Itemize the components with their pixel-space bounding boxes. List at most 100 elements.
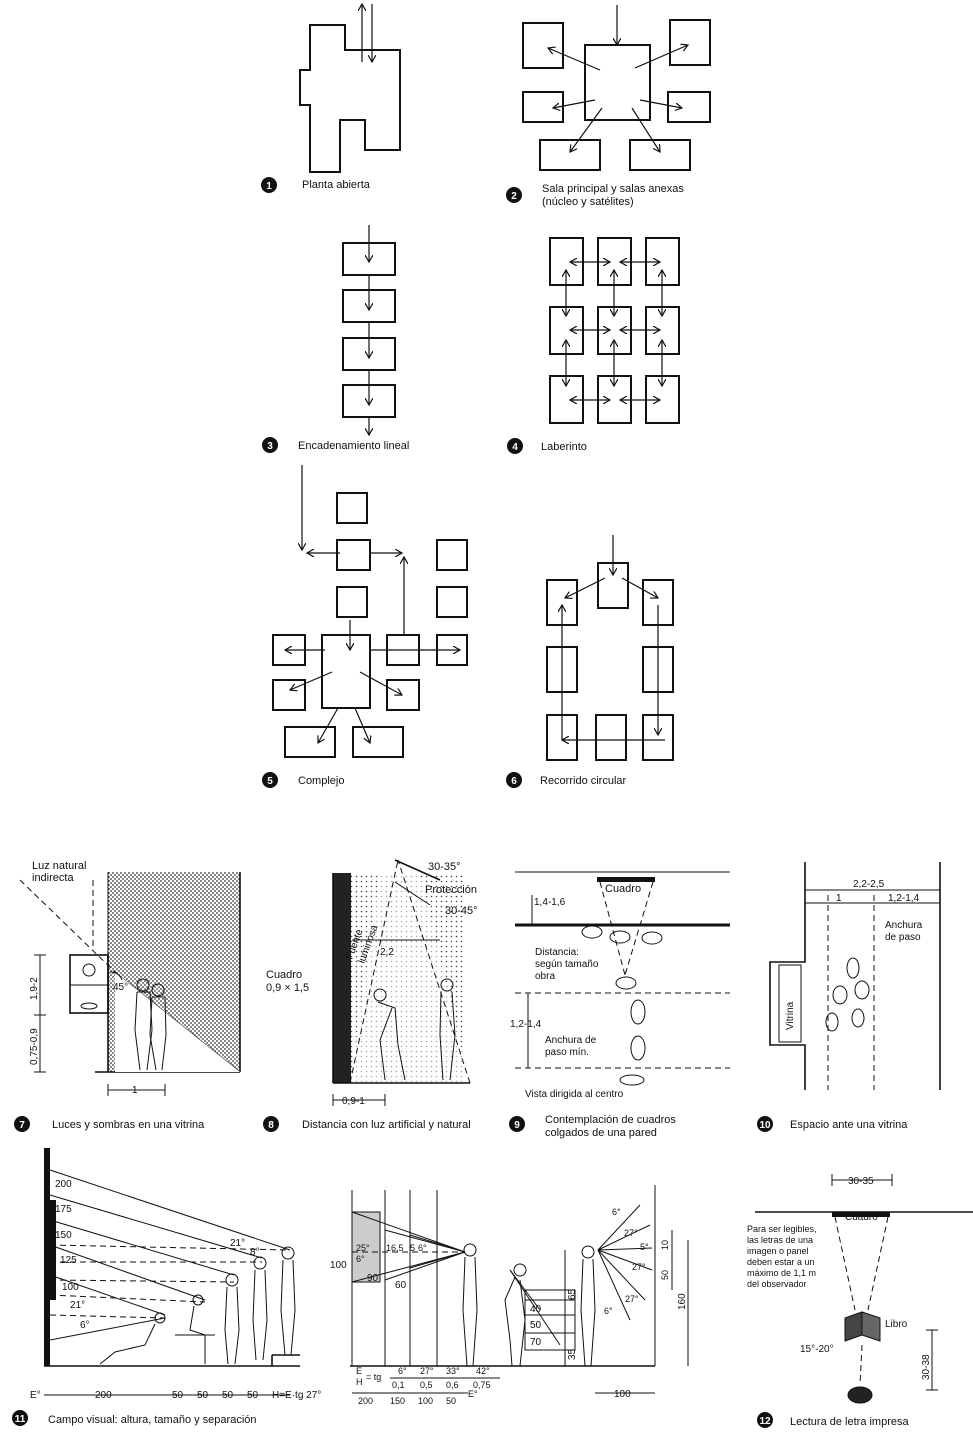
legibility-note: del observador	[747, 1279, 807, 1289]
angle-label-2: 30-45°	[445, 905, 478, 917]
light-label-2: indirecta	[32, 872, 74, 884]
width-label: 0,9-1	[342, 1096, 365, 1107]
book-icon	[844, 1311, 881, 1342]
formula-ratio: 0,1	[392, 1380, 405, 1390]
angle-label: 6°	[612, 1207, 621, 1217]
book-label: Libro	[885, 1319, 908, 1330]
angle-label: 8°	[250, 1247, 260, 1258]
plan-circular: 6 Recorrido circular	[506, 535, 674, 788]
plan-caption: Complejo	[298, 775, 344, 787]
height-label: 200	[55, 1179, 72, 1190]
plan-number: 6	[511, 776, 517, 787]
plan-number: 1	[266, 181, 272, 192]
fig12-reading: 30-35 Cuadro Para ser legibles, las letr…	[747, 1174, 973, 1428]
distance-label: 50	[247, 1390, 259, 1401]
height-label: 1,9-2	[29, 977, 40, 1000]
dimension-label: 160	[677, 1293, 688, 1310]
plan-number: 2	[511, 191, 517, 202]
distance-label: 50	[172, 1390, 184, 1401]
visitor-heads	[581, 925, 663, 1086]
formula-distance: 200	[358, 1396, 373, 1406]
formula-tg: = tg	[366, 1372, 381, 1382]
angle-label: 21°	[70, 1300, 85, 1311]
angle-label: 30-35°	[428, 861, 461, 873]
formula-e-deg: E°	[468, 1389, 478, 1399]
angle-label: 27°	[632, 1262, 646, 1272]
painting-label: Cuadro	[845, 1212, 878, 1223]
distance-label-2: 1	[836, 893, 842, 904]
visitor-figures	[462, 1243, 596, 1367]
height-label: 1,4-1,6	[534, 897, 566, 908]
formula-h: H	[356, 1377, 363, 1387]
legibility-note: Para ser legibles,	[747, 1224, 817, 1234]
stack-label: 50	[530, 1320, 542, 1331]
plan-caption: Recorrido circular	[540, 775, 627, 787]
pass-label: Anchura	[885, 920, 923, 931]
visitor-heads	[825, 957, 870, 1032]
legibility-note: deben estar a un	[747, 1257, 815, 1267]
stack-label: 70	[530, 1337, 542, 1348]
formula-angle: 27°	[420, 1366, 434, 1376]
angle-label: 15°-20°	[800, 1344, 834, 1355]
distance-label: 50	[222, 1390, 234, 1401]
fig11-visual-field: 200 175 150 125 100 21° 21° 6° 8° E° 200…	[12, 1148, 321, 1426]
formula-ratio: 0,6	[446, 1380, 459, 1390]
fig-caption: Luces y sombras en una vitrina	[52, 1119, 205, 1131]
painting-label: Cuadro	[266, 969, 302, 981]
height-label: 175	[55, 1204, 72, 1215]
plan-linear: 3 Encadenamiento lineal	[262, 225, 409, 453]
formula-distance: 100	[418, 1396, 433, 1406]
dimension-label: 10	[660, 1240, 670, 1250]
showcase-label: Vitrina	[785, 1001, 796, 1030]
fig-number: 7	[19, 1120, 25, 1131]
plan-number: 5	[267, 776, 273, 787]
angle-label: 27°	[624, 1228, 638, 1238]
formula-angle: 42°	[476, 1366, 490, 1376]
distance-label: 200	[95, 1390, 112, 1401]
pass-label-2: paso mín.	[545, 1047, 589, 1058]
angle-label: 6°	[418, 1243, 427, 1253]
pass-label: Anchura de	[545, 1035, 597, 1046]
angle-label: 27°	[625, 1294, 639, 1304]
visitor-figure	[373, 978, 456, 1081]
plan-complex: 5 Complejo	[262, 465, 468, 788]
width-label: 1	[132, 1085, 138, 1096]
angle-label: 21°	[230, 1238, 245, 1249]
fig-number: 8	[268, 1120, 274, 1131]
height-label: 125	[60, 1255, 77, 1266]
visitor-figure	[134, 978, 167, 1071]
plan-caption: Sala principal y salas anexas	[542, 183, 684, 195]
plan-caption-sub: (núcleo y satélites)	[542, 196, 634, 208]
plan-number: 3	[267, 441, 273, 452]
fig-caption: Lectura de letra impresa	[790, 1416, 909, 1428]
painting-size: 0,9 × 1,5	[266, 982, 309, 994]
angle-label: 6°	[604, 1306, 613, 1316]
fig11-middle-section: 100 90 60 25° 6° 16,5 5 6° 40 50 70 65 3…	[330, 1185, 689, 1406]
formula-e: E	[356, 1366, 362, 1376]
plan-caption: Planta abierta	[302, 179, 371, 191]
distance-label-2: según tamaño	[535, 959, 599, 970]
fig-number: 11	[15, 1414, 26, 1425]
height-label: 60	[395, 1280, 407, 1291]
fig-number: 9	[514, 1120, 520, 1131]
angle-label: 45°	[113, 982, 128, 993]
fig8-distance-light: Fuente luminosa 30-35° Protección 30-45°…	[263, 859, 478, 1132]
distance-label: 50	[197, 1390, 209, 1401]
angle-label: 6°	[356, 1254, 365, 1264]
distance-label-3: 1,2-1,4	[888, 893, 920, 904]
distance-label: 2,2	[380, 947, 394, 958]
distance-label: Distancia:	[535, 947, 579, 958]
dimension-label: 50	[660, 1270, 670, 1280]
fig-number: 12	[759, 1416, 771, 1427]
plan-caption: Encadenamiento lineal	[298, 440, 409, 452]
distance-label: 2,2-2,5	[853, 879, 885, 890]
height-label: 150	[55, 1230, 72, 1241]
angle-label: 6°	[80, 1320, 90, 1331]
height-label-2: 1,2-1,4	[510, 1019, 542, 1030]
formula-ratio: 0,5	[420, 1380, 433, 1390]
height-label: 30-38	[921, 1354, 932, 1380]
angle-label: 5	[410, 1243, 415, 1253]
dimension-label: 100	[614, 1389, 631, 1400]
dimension-label: 35	[567, 1348, 578, 1360]
